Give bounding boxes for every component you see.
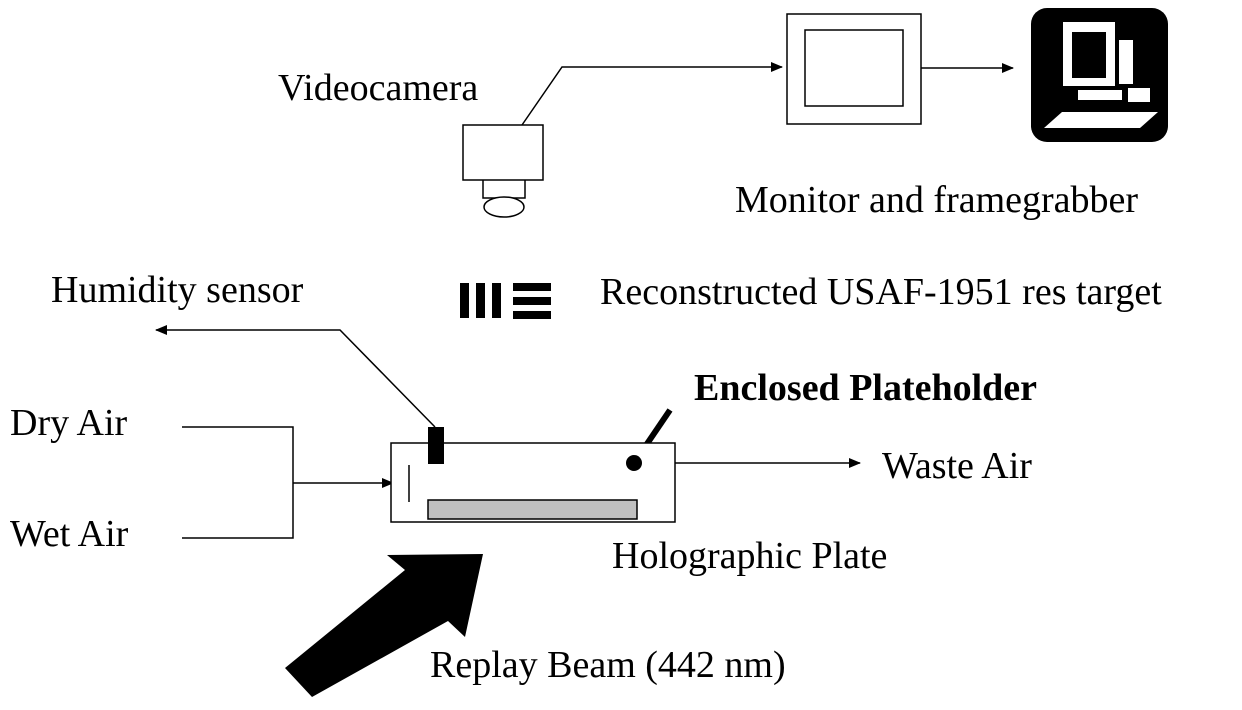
plate-holder-pin bbox=[626, 455, 642, 471]
holographic-plate-label: Holographic Plate bbox=[612, 535, 887, 577]
holographic-plate bbox=[427, 499, 638, 520]
videocamera-icon bbox=[462, 124, 544, 218]
plateholder-label: Enclosed Plateholder bbox=[694, 367, 1037, 409]
humidity-signal-line bbox=[155, 325, 436, 428]
waste-air-label: Waste Air bbox=[882, 445, 1032, 487]
plateholder-enclosure bbox=[390, 427, 676, 523]
monitor-label: Monitor and framegrabber bbox=[735, 179, 1138, 221]
computer-icon bbox=[1031, 8, 1168, 142]
videocamera-label: Videocamera bbox=[278, 67, 478, 109]
air-manifold bbox=[182, 426, 294, 539]
wet-air-label: Wet Air bbox=[10, 513, 129, 555]
usaf-target-icon bbox=[460, 283, 551, 319]
replay-beam-arrow-shape bbox=[285, 554, 483, 697]
res-target-label: Reconstructed USAF-1951 res target bbox=[600, 271, 1162, 313]
humidity-sensor bbox=[428, 427, 444, 464]
humidity-sensor-label: Humidity sensor bbox=[51, 269, 304, 311]
monitor-icon bbox=[786, 13, 922, 125]
replay-beam-label: Replay Beam (442 nm) bbox=[430, 644, 786, 686]
camera-to-monitor-cable bbox=[521, 62, 783, 126]
dry-air-label: Dry Air bbox=[10, 402, 128, 444]
